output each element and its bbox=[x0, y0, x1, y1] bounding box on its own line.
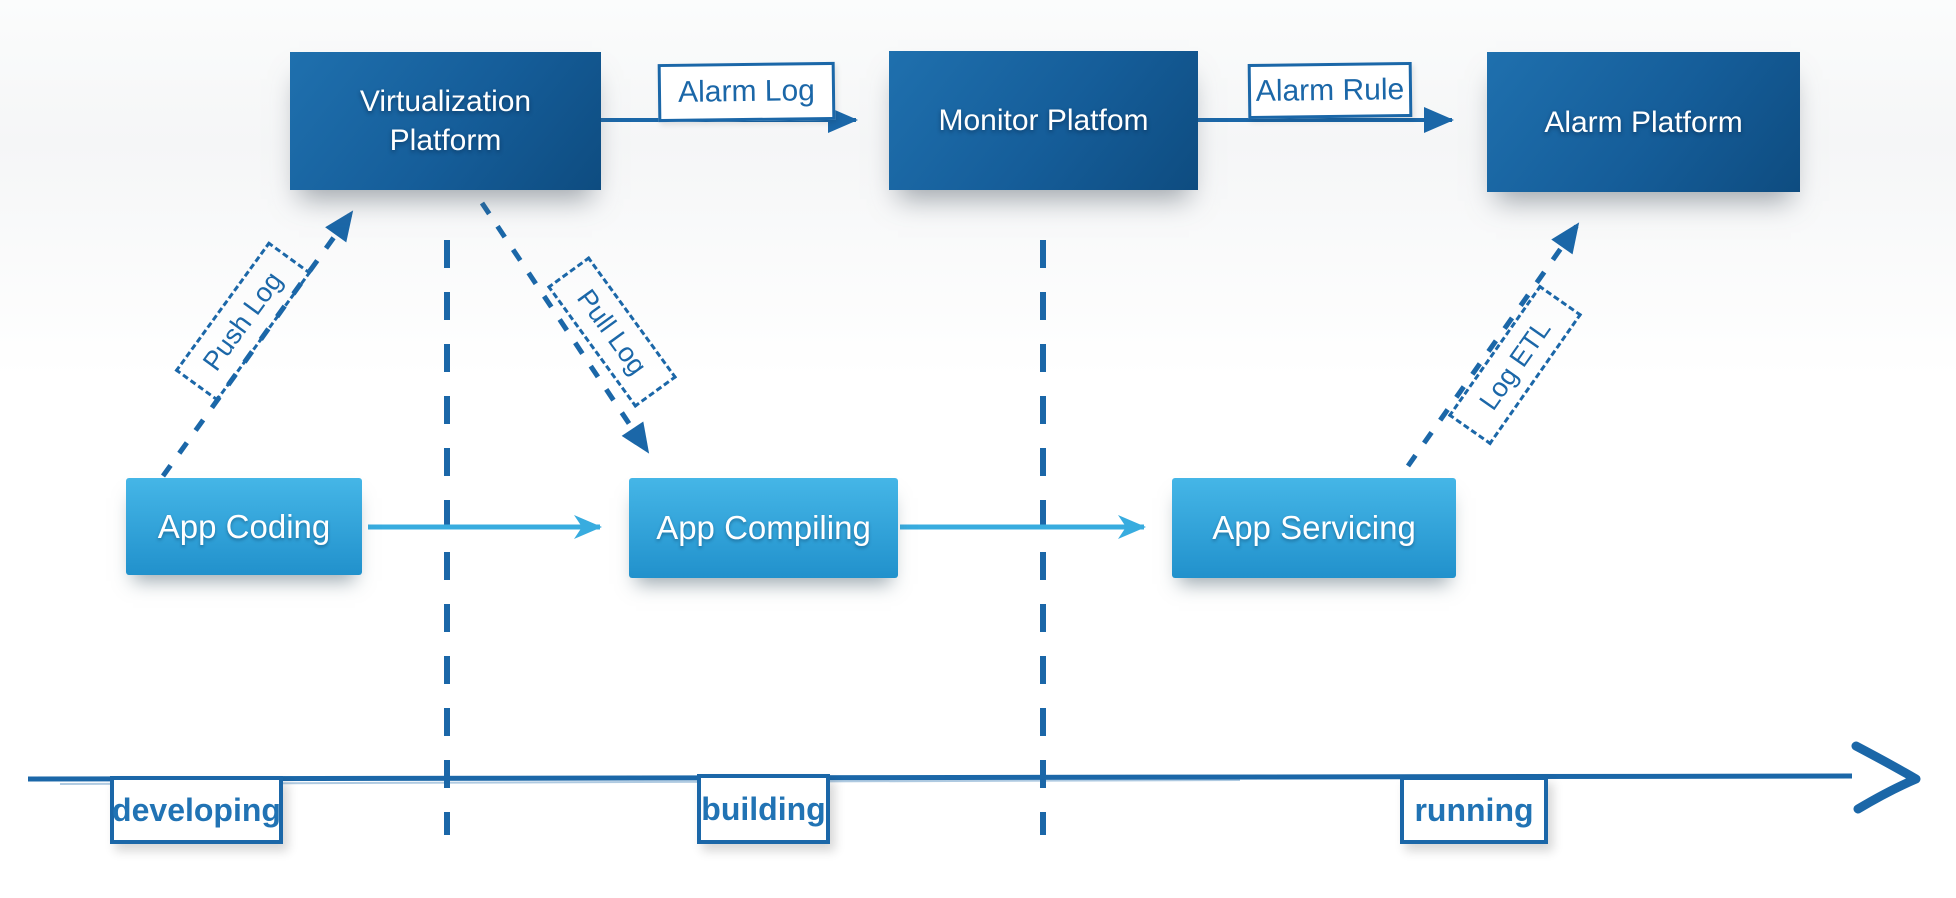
app-coding-label: App Coding bbox=[157, 507, 331, 545]
app-compiling-box: App Compiling bbox=[629, 478, 898, 578]
alarm-rule-text: Alarm Rule bbox=[1255, 72, 1405, 108]
alarm-platform-box: Alarm Platform bbox=[1487, 52, 1800, 192]
app-coding-box: App Coding bbox=[126, 478, 362, 575]
phase-developing-label: developing bbox=[112, 791, 281, 828]
phase-building-label: building bbox=[701, 790, 826, 827]
app-compiling-label: App Compiling bbox=[656, 509, 871, 546]
app-servicing-box: App Servicing bbox=[1172, 478, 1456, 578]
app-servicing-label: App Servicing bbox=[1212, 509, 1416, 546]
virtualization-platform-box: Virtualization Platform bbox=[290, 52, 601, 190]
phase-running: running bbox=[1400, 776, 1548, 844]
timeline-arrowhead-icon bbox=[1851, 741, 1921, 814]
timeline-line bbox=[27, 773, 1853, 782]
virtualization-platform-label: Virtualization Platform bbox=[359, 85, 532, 157]
alarm-platform-label: Alarm Platform bbox=[1544, 105, 1743, 139]
phase-running-label: running bbox=[1414, 791, 1534, 828]
monitor-platform-box: Monitor Platfom bbox=[889, 51, 1198, 190]
alarm-log-label: Alarm Log bbox=[657, 61, 836, 123]
phase-developing: developing bbox=[110, 776, 283, 844]
alarm-log-text: Alarm Log bbox=[677, 74, 816, 109]
arrow-pull-log bbox=[479, 201, 651, 454]
phase-building: building bbox=[697, 774, 830, 844]
monitor-platform-label: Monitor Platfom bbox=[938, 104, 1149, 137]
arrow-log-etl bbox=[1405, 222, 1581, 468]
alarm-rule-label: Alarm Rule bbox=[1247, 62, 1413, 119]
